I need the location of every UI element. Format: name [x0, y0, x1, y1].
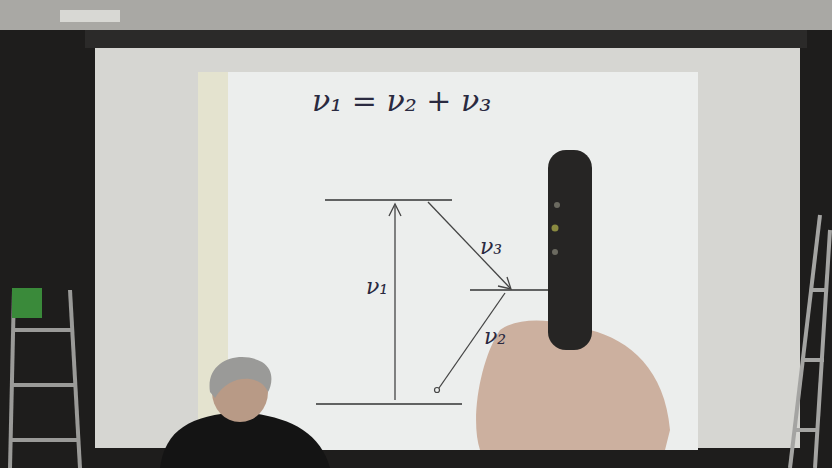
screen-top-bar [85, 30, 807, 48]
frequency-label: ν₁ [366, 276, 388, 298]
ground-level [316, 403, 462, 405]
upper-level [325, 199, 452, 201]
lecturer-hair [210, 357, 272, 398]
pointer-button [552, 225, 559, 232]
line-end [435, 388, 440, 393]
laser-pointer [548, 150, 592, 350]
middle-level [470, 289, 550, 291]
emission-line [428, 202, 510, 288]
pointer-button [554, 202, 560, 208]
ladder-top [12, 288, 42, 318]
pointer-button [552, 249, 558, 255]
arrow-head [389, 204, 401, 216]
ceiling-fixture [60, 10, 120, 22]
frequency-label: ν₂ [484, 326, 506, 348]
ceiling [0, 0, 832, 30]
frequency-label: ν₃ [480, 236, 502, 258]
absorption-arrow [394, 206, 395, 400]
equation-title: ν₁ = ν₂ + ν₃ [312, 86, 491, 116]
arrow-head [498, 277, 511, 289]
ladder [790, 215, 830, 468]
slide [198, 72, 698, 450]
